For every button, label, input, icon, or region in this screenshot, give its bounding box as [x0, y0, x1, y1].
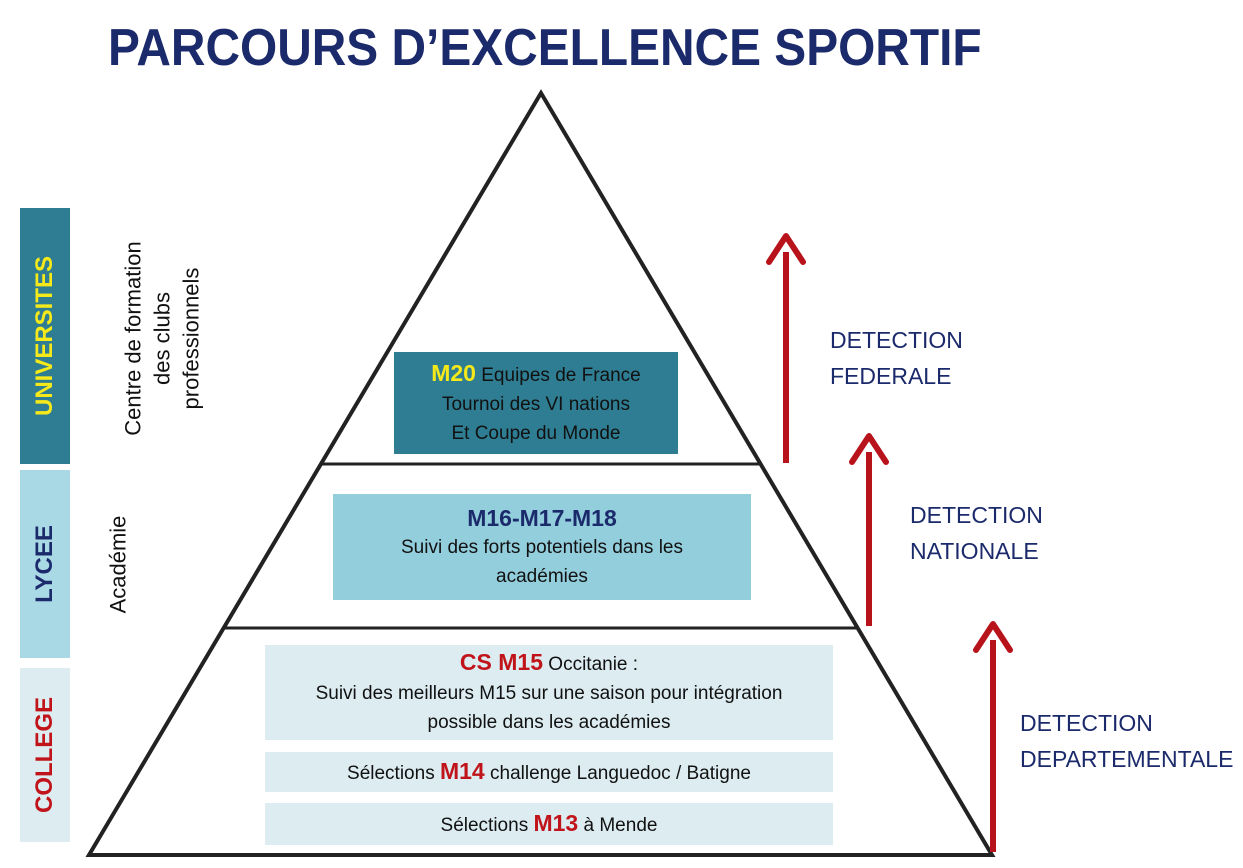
band-college-label: COLLEGE [31, 696, 59, 814]
detection-nationale: DETECTION NATIONALE [910, 497, 1043, 569]
arrow-nationale [849, 433, 889, 626]
band-lycee: LYCEE [20, 470, 70, 658]
detection-departementale-line1: DETECTION [1020, 710, 1153, 736]
m16-code: M16-M17-M18 [467, 504, 617, 531]
cs-line2: Suivi des meilleurs M15 sur une saison p… [315, 683, 783, 704]
m16-line2: Suivi des forts potentiels dans les [401, 536, 683, 558]
m13-code: M13 [533, 809, 579, 836]
cs-line1: Occitanie : [543, 654, 639, 675]
m20-line1: Equipes de France [475, 364, 641, 386]
level-m20-box: M20 Equipes de France Tournoi des VI nat… [394, 352, 678, 454]
centre-line2: des clubs [150, 291, 175, 385]
m14-prefix: Sélections [347, 762, 440, 784]
level-m13-box: Sélections M13 à Mende [265, 803, 833, 845]
m13-prefix: Sélections [440, 814, 534, 836]
cs-line3: possible dans les académies [427, 712, 671, 733]
band-universites: UNIVERSITES [20, 208, 70, 464]
level-m14-box: Sélections M14 challenge Languedoc / Bat… [265, 752, 833, 792]
m16-line3: académies [496, 565, 588, 587]
academie-text: Académie [105, 515, 131, 613]
detection-nationale-line2: NATIONALE [910, 538, 1039, 564]
m13-suffix: à Mende [578, 814, 658, 836]
band-universites-label: UNIVERSITES [31, 255, 58, 417]
arrow-federale [766, 233, 806, 463]
m20-code: M20 [431, 359, 476, 386]
academie-label: Académie [100, 470, 136, 658]
detection-federale-line1: DETECTION [830, 327, 963, 353]
detection-departementale: DETECTION DEPARTEMENTALE [1020, 705, 1233, 777]
centre-line3: professionnels [179, 267, 204, 409]
centre-line1: Centre de formation [121, 240, 146, 436]
level-cs-m15-box: CS M15 Occitanie : Suivi des meilleurs M… [265, 645, 833, 740]
band-lycee-label: LYCEE [31, 525, 58, 603]
detection-federale: DETECTION FEDERALE [830, 322, 963, 394]
arrow-departementale [973, 621, 1013, 852]
detection-federale-line2: FEDERALE [830, 363, 952, 389]
pyramid-outline [85, 89, 996, 857]
detection-departementale-line2: DEPARTEMENTALE [1020, 746, 1234, 772]
centre-formation-label: Centre de formation des clubs profession… [100, 210, 225, 466]
m14-suffix: challenge Languedoc / Batigne [484, 762, 751, 784]
band-college: COLLEGE [20, 668, 70, 842]
m14-code: M14 [439, 757, 485, 784]
cs-code: CS M15 [459, 649, 544, 675]
detection-nationale-line1: DETECTION [910, 502, 1043, 528]
m20-line3: Et Coupe du Monde [451, 422, 621, 444]
m20-line2: Tournoi des VI nations [441, 393, 630, 415]
page-title: PARCOURS D’EXCELLENCE SPORTIF [108, 19, 982, 77]
level-m16-box: M16-M17-M18 Suivi des forts potentiels d… [333, 494, 751, 600]
